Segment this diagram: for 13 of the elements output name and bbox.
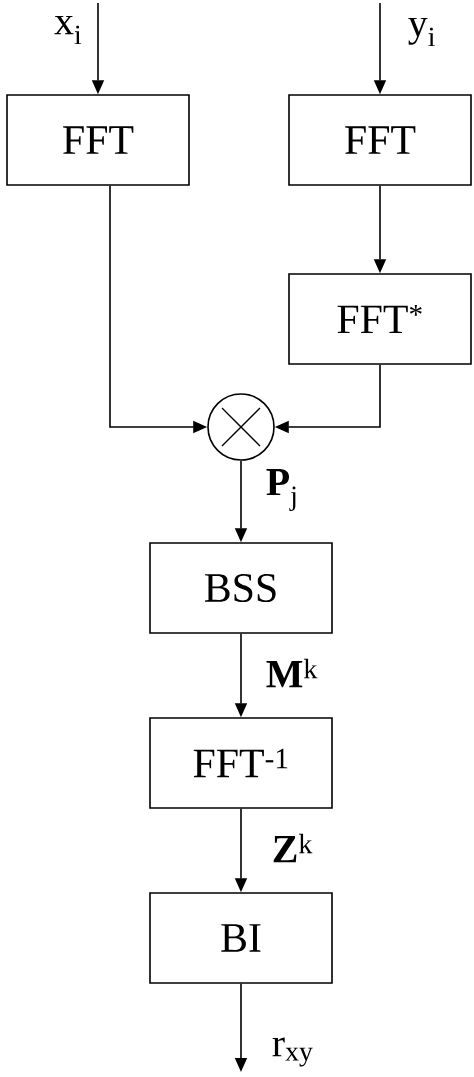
edge-label: r$_{xy}$ xyxy=(272,1037,313,1067)
edge-label: y$_{i}$ xyxy=(408,17,435,47)
multiplier-symbol xyxy=(207,393,275,461)
edge-label: M$^{k}$ xyxy=(266,658,318,688)
process-box: BSS xyxy=(149,542,333,634)
process-box: FFT xyxy=(6,94,190,186)
process-box: FFT$^{-1}$ xyxy=(149,717,333,809)
edge-label: P$_{j}$ xyxy=(266,469,296,511)
process-box: FFT$^{*}$ xyxy=(288,273,472,365)
process-box: FFT xyxy=(288,94,472,186)
edge-label: Z$^{k}$ xyxy=(273,833,313,863)
edge-label: x$_{i}$ xyxy=(54,15,82,45)
process-box: BI xyxy=(149,892,333,984)
